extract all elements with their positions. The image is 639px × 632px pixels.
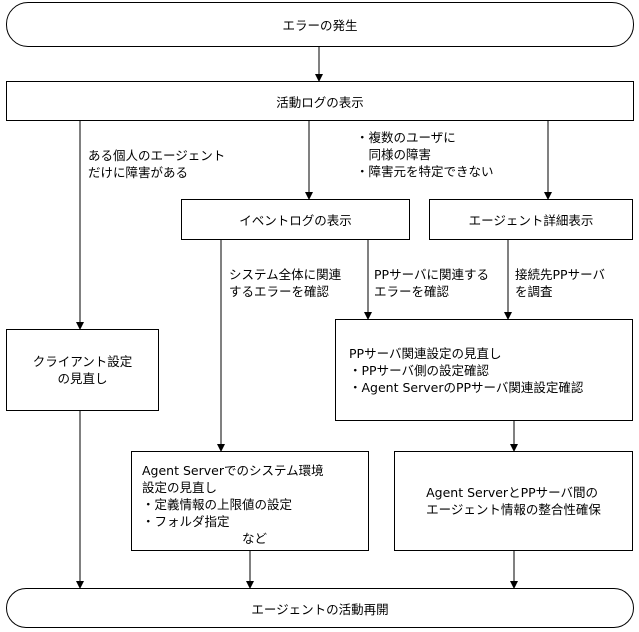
system-review-item-2: ・フォルダ指定 (142, 514, 230, 529)
label-dest-pp-line-2: を調査 (515, 284, 553, 299)
event-log-box: イベントログの表示 (181, 199, 410, 240)
system-review-title-2: 設定の見直し (142, 480, 218, 495)
pp-review-item-1: ・PPサーバ側の設定確認 (349, 363, 489, 378)
label-system-wide: システム全体に関連 するエラーを確認 (229, 266, 341, 300)
label-individual-line-2: だけに障害がある (88, 165, 189, 180)
label-individual-line-1: ある個人のエージェント (88, 148, 226, 163)
label-multiple-line-3: ・障害元を特定できない (356, 164, 494, 179)
label-pp-related-line-1: PPサーバに関連する (374, 267, 489, 282)
system-review-box: Agent Serverでのシステム環境 設定の見直し ・定義情報の上限値の設定… (131, 451, 369, 551)
system-review-title-1: Agent Serverでのシステム環境 (142, 463, 324, 478)
agent-detail-label: エージェント詳細表示 (468, 213, 594, 228)
label-individual: ある個人のエージェント だけに障害がある (88, 147, 225, 181)
client-review-box: クライアント設定 の見直し (6, 329, 159, 411)
end-terminal: エージェントの活動再開 (6, 588, 634, 628)
system-review-footer: など (242, 531, 268, 546)
label-dest-pp: 接続先PPサーバ を調査 (515, 266, 605, 300)
pp-review-item-2: ・Agent ServerのPPサーバ関連設定確認 (349, 380, 584, 395)
client-review-line-2: の見直し (57, 371, 108, 386)
activity-log-box: 活動ログの表示 (6, 81, 634, 121)
label-multiple-line-1: ・複数のユーザに (356, 130, 456, 145)
label-dest-pp-line-1: 接続先PPサーバ (515, 267, 605, 282)
label-system-wide-line-1: システム全体に関連 (229, 267, 342, 282)
start-terminal: エラーの発生 (6, 2, 634, 47)
consistency-line-2: エージェント情報の整合性確保 (426, 502, 601, 517)
activity-log-label: 活動ログの表示 (276, 94, 364, 110)
consistency-line-1: Agent ServerとPPサーバ間の (426, 485, 599, 500)
client-review-line-1: クライアント設定 (32, 354, 133, 369)
pp-review-title: PPサーバ関連設定の見直し (349, 346, 502, 361)
start-label: エラーの発生 (282, 18, 358, 33)
label-multiple-line-2: 同様の障害 (356, 147, 432, 162)
consistency-box: Agent ServerとPPサーバ間の エージェント情報の整合性確保 (394, 451, 633, 551)
label-pp-related-line-2: エラーを確認 (374, 284, 450, 299)
label-pp-related: PPサーバに関連する エラーを確認 (374, 266, 489, 300)
pp-review-box: PPサーバ関連設定の見直し ・PPサーバ側の設定確認 ・Agent Server… (335, 319, 633, 421)
system-review-item-1: ・定義情報の上限値の設定 (142, 497, 293, 512)
label-multiple: ・複数のユーザに 同様の障害 ・障害元を特定できない (356, 129, 494, 180)
agent-detail-box: エージェント詳細表示 (429, 199, 633, 240)
end-label: エージェントの活動再開 (251, 601, 389, 617)
label-system-wide-line-2: するエラーを確認 (229, 284, 330, 299)
event-log-label: イベントログの表示 (239, 213, 352, 228)
